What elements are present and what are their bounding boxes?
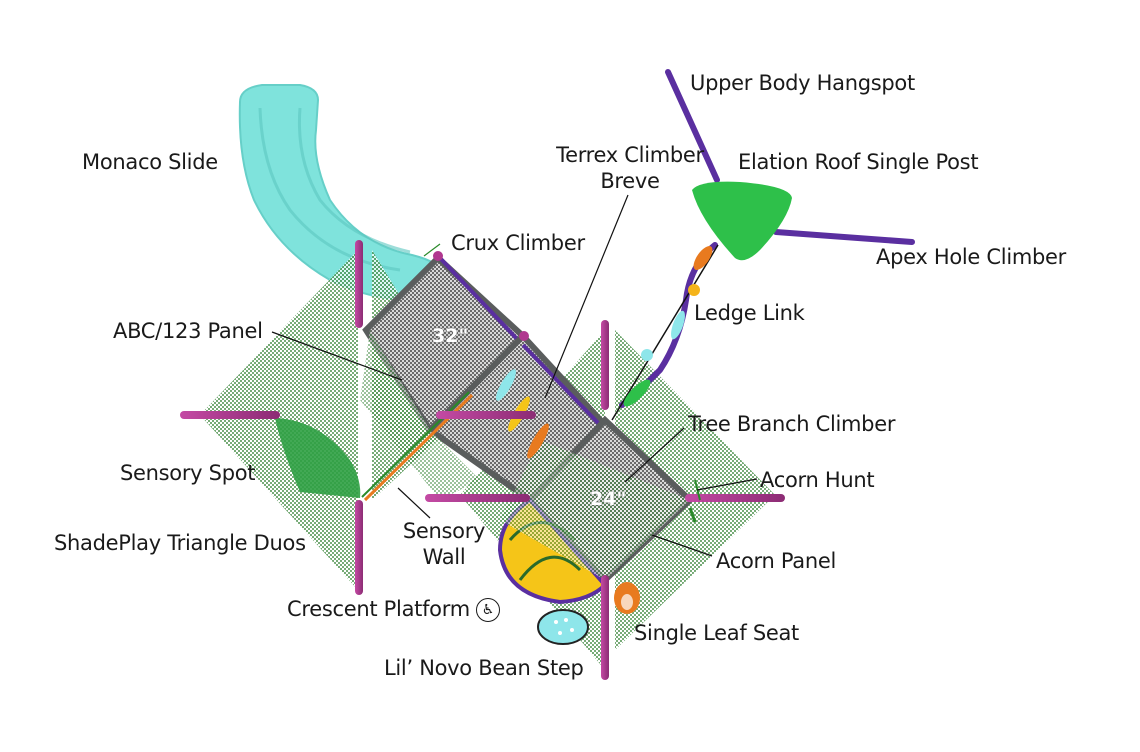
leader-tree-branch xyxy=(624,427,685,483)
label-sensory-spot: Sensory Spot xyxy=(120,461,256,485)
leader-crux xyxy=(423,243,441,257)
leader-sensory-wall xyxy=(397,487,431,519)
post xyxy=(355,240,363,328)
label-crux-climber: Crux Climber xyxy=(451,231,585,255)
leader-abc-panel xyxy=(271,331,403,381)
label-shadeplay-triangle-duos: ShadePlay Triangle Duos xyxy=(54,531,306,555)
label-sensory-wall-line1: Sensory xyxy=(402,519,486,543)
apex-hole-climber xyxy=(773,229,915,245)
label-crescent-platform: Crescent Platform♿ xyxy=(287,596,500,622)
label-monaco-slide: Monaco Slide xyxy=(82,150,218,174)
post xyxy=(685,494,785,502)
post xyxy=(180,411,280,419)
label-single-leaf-seat: Single Leaf Seat xyxy=(634,621,799,645)
label-apex-hole-climber: Apex Hole Climber xyxy=(876,245,1066,269)
monaco-slide xyxy=(238,84,442,302)
upper-body-hangspot xyxy=(665,69,720,183)
shade-overlay xyxy=(360,330,690,580)
leader-lines xyxy=(271,194,758,557)
sensory-spot xyxy=(275,418,361,498)
lower-deck-height: 24" xyxy=(590,488,627,510)
post xyxy=(601,575,609,680)
leader-acorn-panel xyxy=(651,534,713,557)
post xyxy=(425,494,530,502)
label-acorn-hunt: Acorn Hunt xyxy=(760,468,875,492)
label-sensory-wall-line2: Wall xyxy=(422,545,466,569)
label-elation-roof-single-post: Elation Roof Single Post xyxy=(738,150,979,174)
elation-roof-single-post xyxy=(692,181,792,261)
posts xyxy=(180,240,785,680)
post xyxy=(601,320,609,410)
label-terrex-line2: Breve xyxy=(600,169,660,193)
label-lil-novo-bean-step: Lil’ Novo Bean Step xyxy=(384,656,584,680)
label-ledge-link: Ledge Link xyxy=(694,301,805,325)
upper-deck-height: 32" xyxy=(432,325,469,347)
wheelchair-accessible-icon: ♿ xyxy=(475,598,500,622)
label-acorn-panel: Acorn Panel xyxy=(716,549,836,573)
label-tree-branch-climber: Tree Branch Climber xyxy=(688,412,896,436)
single-leaf-seat xyxy=(614,582,640,614)
leader-acorn-hunt xyxy=(696,478,758,491)
label-sensory-wall: Sensory Wall xyxy=(396,518,492,570)
label-upper-body-hangspot: Upper Body Hangspot xyxy=(690,71,915,95)
lil-novo-bean-step xyxy=(537,609,589,645)
post xyxy=(436,411,536,419)
label-abc-123-panel: ABC/123 Panel xyxy=(113,319,263,343)
ledge-link xyxy=(611,242,719,421)
label-terrex-line1: Terrex Climber xyxy=(556,143,704,167)
label-crescent-platform-text: Crescent Platform xyxy=(287,597,470,621)
label-terrex-climber-breve: Terrex Climber Breve xyxy=(530,142,730,194)
post xyxy=(355,500,363,595)
leader-terrex xyxy=(544,194,629,399)
